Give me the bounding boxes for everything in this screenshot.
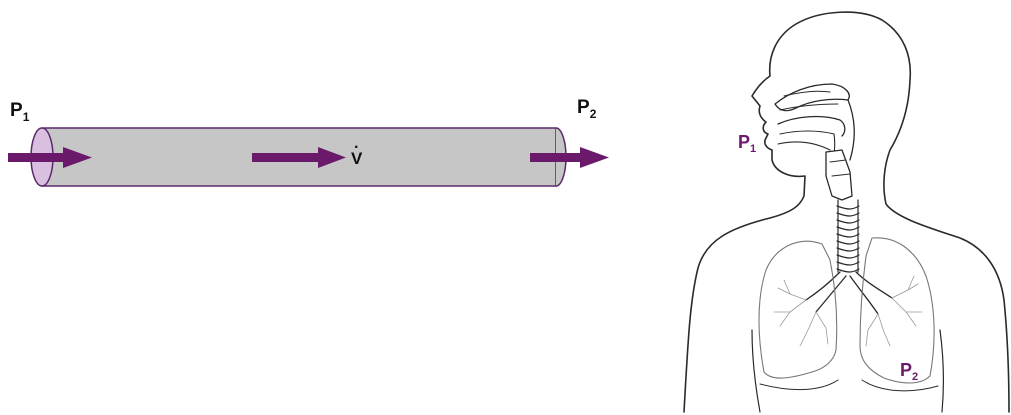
- human-respiratory-figure: [683, 11, 1010, 413]
- left-lung: [758, 240, 838, 379]
- tube-p2-label: P2: [577, 97, 597, 121]
- bronchial-tree: [773, 275, 923, 347]
- nasal-cavity: [774, 83, 850, 112]
- body-p1-label: P1: [738, 132, 756, 155]
- tube-p1-label: P1: [10, 100, 30, 124]
- trachea: [836, 199, 860, 273]
- flow-arrow-icon: [530, 147, 609, 168]
- bronchi: [805, 271, 893, 315]
- body-outline: [683, 11, 1010, 413]
- right-lung: [859, 237, 935, 384]
- flow-rate-label: V: [351, 149, 363, 168]
- flow-arrow-icon: [8, 147, 92, 168]
- flow-rate-dot: ·: [354, 139, 359, 156]
- body-p2-label: P2: [900, 360, 918, 383]
- tube-diagram: P1 P2 V ·: [8, 97, 609, 187]
- flow-arrow-icon: [252, 147, 346, 168]
